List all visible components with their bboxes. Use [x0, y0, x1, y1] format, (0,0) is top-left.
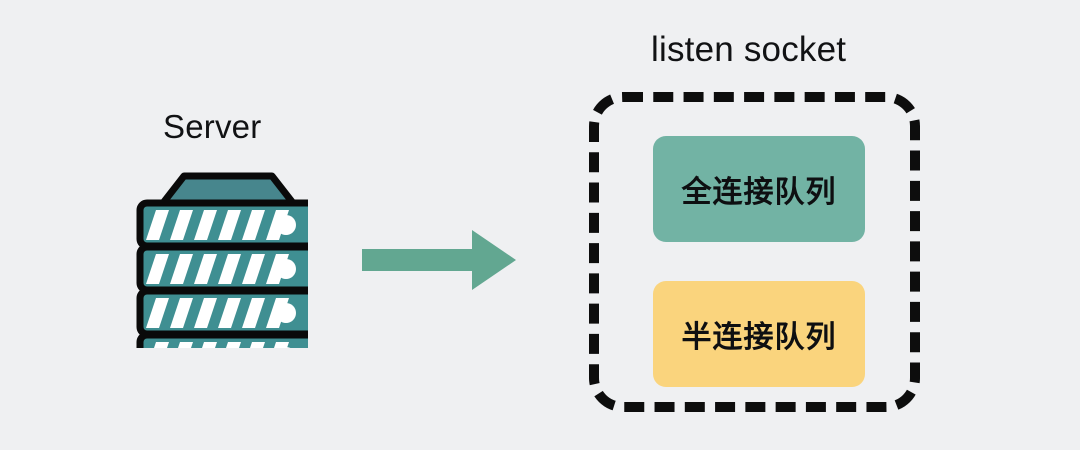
accept-queue-box: 全连接队列: [653, 136, 865, 242]
server-label: Server: [163, 108, 262, 145]
listen-socket-container: [589, 92, 920, 412]
right-arrow-icon: [360, 228, 520, 297]
server-rack-icon: [128, 168, 320, 426]
syn-queue-box: 半连接队列: [653, 281, 865, 387]
accept-queue-label: 全连接队列: [681, 175, 837, 210]
listen-socket-title: listen socket: [651, 30, 847, 69]
syn-queue-label: 半连接队列: [681, 320, 837, 355]
